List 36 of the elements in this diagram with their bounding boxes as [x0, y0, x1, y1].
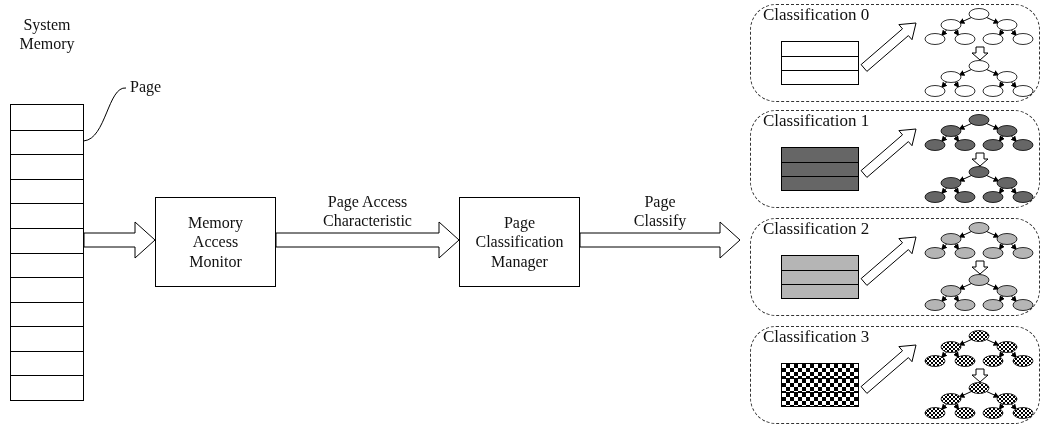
stack-heading: System Memory	[18, 14, 76, 55]
page-stack	[781, 41, 859, 85]
page-stack	[781, 363, 859, 407]
page-stack	[781, 147, 859, 191]
tree-drawing	[923, 114, 1035, 152]
tree-drawing	[923, 60, 1035, 98]
classification-group	[750, 218, 1040, 316]
hollow-arrow	[860, 128, 917, 178]
process-box: Page Classification Manager	[459, 197, 580, 287]
group-title: Classification 0	[763, 5, 871, 26]
tree-drawing	[923, 166, 1035, 204]
classification-group	[750, 326, 1040, 424]
process-box: Memory Access Monitor	[155, 197, 276, 287]
hollow-arrow	[860, 22, 917, 72]
leader-line	[83, 87, 127, 142]
tree-drawing	[923, 330, 1035, 368]
hollow-arrow	[275, 221, 460, 259]
hollow-arrow	[860, 236, 917, 286]
tree-drawing	[923, 274, 1035, 312]
page-stack	[781, 255, 859, 299]
hollow-arrow	[579, 221, 741, 259]
hollow-arrow	[971, 260, 989, 275]
hollow-arrow	[971, 46, 989, 61]
hollow-arrow	[971, 152, 989, 167]
group-title: Classification 2	[763, 219, 871, 240]
hollow-arrow	[83, 221, 156, 259]
tree-drawing	[923, 8, 1035, 46]
page-label: Page	[130, 78, 170, 98]
tree-drawing	[923, 222, 1035, 260]
classification-group	[750, 4, 1040, 102]
group-title: Classification 1	[763, 111, 871, 132]
hollow-arrow	[971, 368, 989, 383]
group-title: Classification 3	[763, 327, 871, 348]
tree-drawing	[923, 382, 1035, 420]
hollow-arrow	[860, 344, 917, 394]
classification-group	[750, 110, 1040, 208]
